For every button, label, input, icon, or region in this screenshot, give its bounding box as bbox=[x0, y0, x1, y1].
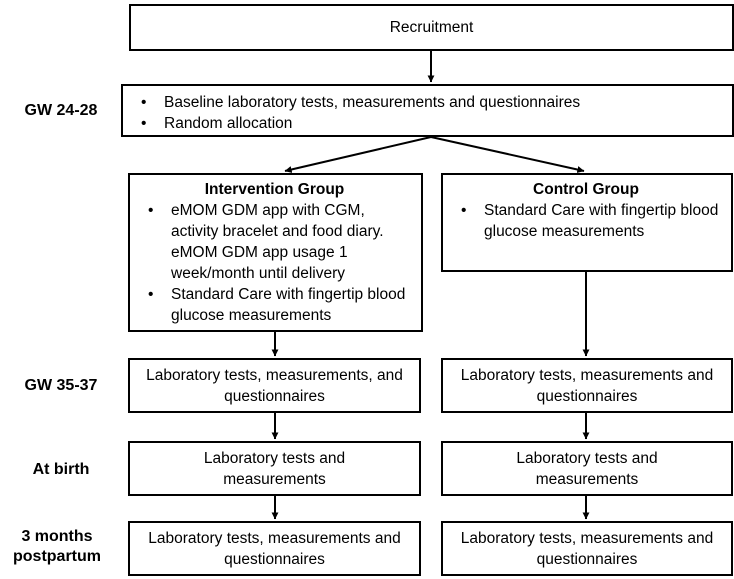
intervention-birth-text: Laboratory tests and measurements bbox=[203, 449, 346, 488]
control-group-box: Control Group Standard Care with fingert… bbox=[441, 173, 733, 272]
stage-label-at-birth: At birth bbox=[32, 461, 90, 478]
control-birth-box: Laboratory tests and measurements bbox=[441, 441, 733, 496]
baseline-item: Baseline laboratory tests, measurements … bbox=[141, 92, 722, 113]
control-list: Standard Care with fingertip blood gluco… bbox=[449, 200, 723, 242]
control-gw35-box: Laboratory tests, measurements and quest… bbox=[441, 358, 733, 413]
control-birth-text: Laboratory tests and measurements bbox=[516, 449, 658, 488]
baseline-item: Random allocation bbox=[141, 113, 722, 134]
intervention-list: eMOM GDM app with CGM, activity bracelet… bbox=[136, 200, 413, 326]
intervention-gw35-box: Laboratory tests, measurements, and ques… bbox=[128, 358, 421, 413]
intervention-item: eMOM GDM app with CGM, activity bracelet… bbox=[148, 200, 413, 284]
stage-label-gw-24-28: GW 24-28 bbox=[24, 102, 98, 119]
stage-label-postpartum-line1: 3 months bbox=[21, 528, 93, 545]
intervention-group-box: Intervention Group eMOM GDM app with CGM… bbox=[128, 173, 423, 332]
baseline-list: Baseline laboratory tests, measurements … bbox=[129, 92, 722, 134]
baseline-box: Baseline laboratory tests, measurements … bbox=[121, 84, 734, 137]
control-group-title: Control Group bbox=[533, 181, 639, 198]
control-postpartum-box: Laboratory tests, measurements and quest… bbox=[441, 521, 733, 576]
arrow-baseline-to-control bbox=[430, 136, 585, 173]
intervention-postpartum-box: Laboratory tests, measurements and quest… bbox=[128, 521, 421, 576]
control-gw35-text: Laboratory tests, measurements and quest… bbox=[460, 366, 714, 405]
intervention-postpartum-text: Laboratory tests, measurements and quest… bbox=[148, 529, 401, 568]
stage-label-postpartum-line2: postpartum bbox=[13, 548, 101, 565]
stage-label-postpartum: 3 months postpartum bbox=[0, 527, 114, 567]
recruitment-box: Recruitment bbox=[129, 4, 734, 51]
intervention-group-title: Intervention Group bbox=[204, 181, 345, 198]
stage-label-gw-35-37: GW 35-37 bbox=[24, 377, 98, 394]
control-item: Standard Care with fingertip blood gluco… bbox=[461, 200, 723, 242]
intervention-gw35-text: Laboratory tests, measurements, and ques… bbox=[146, 366, 403, 405]
control-postpartum-text: Laboratory tests, measurements and quest… bbox=[460, 529, 714, 568]
intervention-item: Standard Care with fingertip blood gluco… bbox=[148, 284, 413, 326]
recruitment-text: Recruitment bbox=[389, 19, 474, 36]
arrow-baseline-to-intervention bbox=[284, 136, 432, 173]
intervention-birth-box: Laboratory tests and measurements bbox=[128, 441, 421, 496]
